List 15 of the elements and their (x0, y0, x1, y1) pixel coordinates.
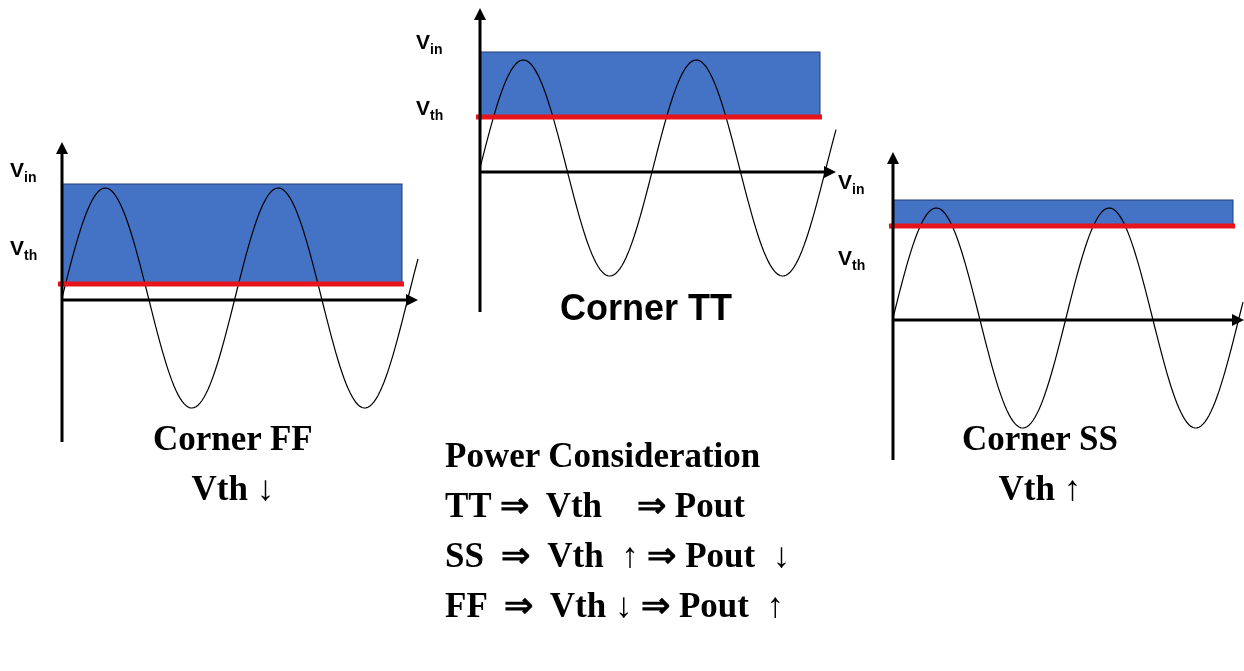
relation-line: SS ⇒ Vth ↑ ⇒ Pout ↓ (445, 537, 791, 576)
plot-note: Vth ↓ (191, 470, 275, 509)
plot-title: Corner FF (153, 420, 313, 459)
section-heading: Power Consideration (445, 437, 761, 476)
axis-label: V$_{th}$ (10, 236, 38, 264)
relation-line: FF ⇒ Vth ↓ ⇒ Pout ↑ (445, 587, 784, 626)
axis-label: V$_{in}$ (10, 158, 37, 186)
axis-label: V$_{th}$ (838, 246, 866, 274)
plot-title: Corner SS (962, 420, 1118, 459)
plot-note: Vth ↑ (998, 470, 1082, 509)
axis-label: V$_{th}$ (416, 96, 444, 124)
relation-line: TT ⇒ Vth ⇒ Pout (445, 487, 745, 526)
axis-label: V$_{in}$ (416, 30, 443, 58)
axis-label: V$_{in}$ (838, 170, 865, 198)
plot-title: Corner TT (560, 288, 732, 328)
